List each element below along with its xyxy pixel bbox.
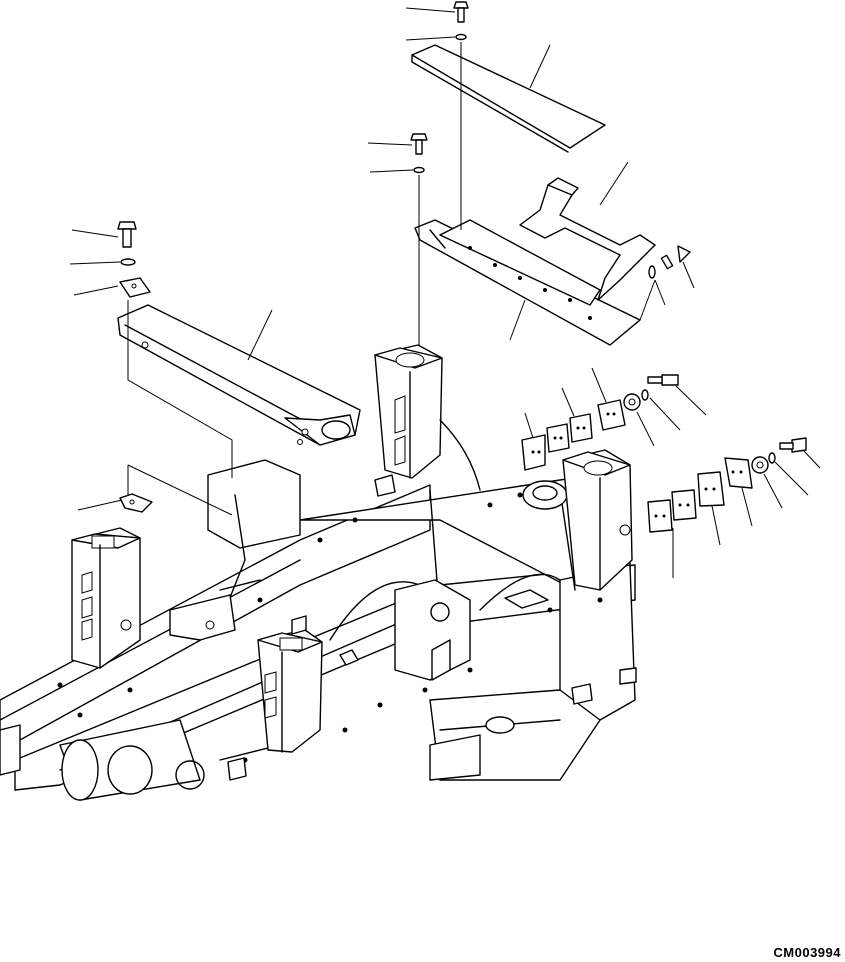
support-hanger [520,178,655,300]
upper-frame-bracket [415,220,640,345]
shim-plates [522,400,752,532]
callout-leaders [70,8,820,578]
front-left-post [72,528,140,668]
drawing-code: CM003994 [773,945,841,960]
frame-small-parts [228,475,636,780]
beam-support-bracket [170,460,300,640]
right-upper-bolt-set-icon [624,375,678,410]
bracket-bolt-icon [649,246,690,278]
rear-left-post [375,345,480,490]
top-bolt-icon [454,2,468,40]
rear-right-post [563,450,632,590]
left-bolt-icon [118,222,150,297]
shims-left-icon [120,494,152,512]
right-lower-bolt-set-icon [752,438,806,473]
top-cover-plate [412,45,605,152]
middle-bolt-icon [411,134,427,173]
front-right-post [258,630,322,752]
assembly-guide-lines [128,42,655,515]
left-cover-beam [118,305,360,445]
